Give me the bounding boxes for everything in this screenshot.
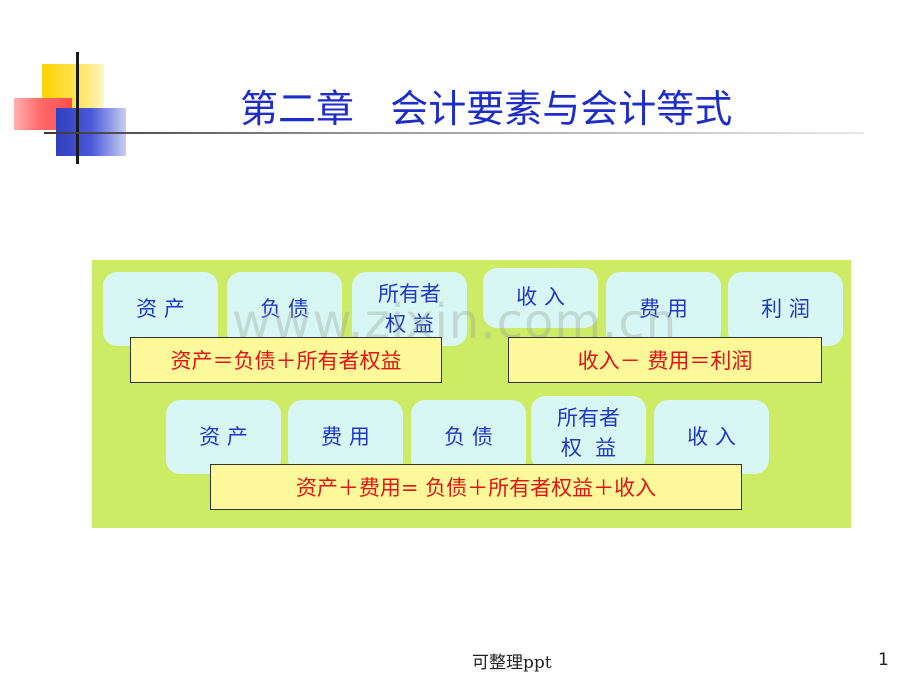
- element-chip-revenue: 收 入: [483, 268, 598, 328]
- element-chip-owners-equity: 所有者 权 益: [352, 272, 467, 346]
- slide-title: 第二章 会计要素与会计等式: [240, 87, 733, 131]
- element-chip-liabilities: 负 债: [227, 272, 342, 346]
- element-chip-assets-2: 资 产: [166, 400, 281, 474]
- logo-vertical-line: [76, 52, 79, 164]
- element-chip-profit: 利 润: [728, 272, 843, 346]
- formula-profit-equation: 收入－ 费用＝利润: [508, 337, 822, 383]
- formula-balance-equation: 资产＝负债＋所有者权益: [130, 337, 442, 383]
- page-number: 1: [878, 650, 889, 670]
- element-chip-revenue-2: 收 入: [654, 400, 769, 474]
- element-chip-liabilities-2: 负 债: [411, 400, 526, 474]
- element-chip-assets: 资 产: [103, 272, 218, 346]
- element-chip-expenses: 费 用: [606, 272, 721, 346]
- title-underline: [44, 132, 864, 134]
- element-chip-owners-equity-2: 所有者 权 益: [531, 396, 646, 470]
- element-chip-expenses-2: 费 用: [288, 400, 403, 474]
- footer-text: 可整理ppt: [472, 653, 552, 673]
- formula-expanded-equation: 资产＋费用= 负债＋所有者权益＋收入: [210, 464, 742, 510]
